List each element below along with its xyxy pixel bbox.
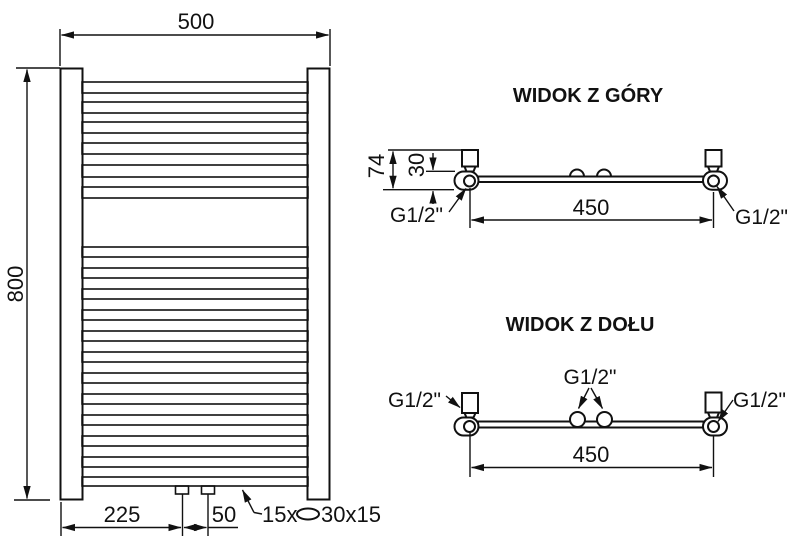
tube-group bbox=[81, 81, 309, 487]
depth-dim-label: 74 bbox=[364, 154, 389, 178]
tube-note-suffix: 30x15 bbox=[321, 502, 381, 527]
offset-dim-label: 30 bbox=[404, 153, 429, 177]
top-span-label: 450 bbox=[573, 195, 610, 220]
top-thread-callout-left: G1/2" bbox=[390, 188, 467, 227]
tube bbox=[81, 414, 309, 426]
oval-profile-icon bbox=[296, 507, 320, 521]
tube bbox=[81, 288, 309, 300]
top-view-right-bracket bbox=[702, 149, 728, 191]
thread-label: G1/2" bbox=[735, 206, 788, 229]
thread-hole-icon bbox=[707, 174, 720, 188]
top-view-left-bracket bbox=[453, 149, 480, 191]
tube-note-prefix: 15x bbox=[262, 502, 297, 527]
bottom-thread-callout-left: G1/2" bbox=[388, 389, 461, 412]
left-collector-rail bbox=[59, 67, 84, 501]
top-thread-callout-right: G1/2" bbox=[716, 186, 788, 229]
tube bbox=[81, 456, 309, 468]
tube bbox=[81, 309, 309, 321]
hanger-tab-right bbox=[595, 168, 613, 178]
tube bbox=[81, 186, 309, 199]
offset-dimension: 30 bbox=[404, 153, 455, 204]
height-dim-label: 800 bbox=[3, 266, 28, 303]
bottom-view-title: WIDOK Z DOŁU bbox=[506, 314, 655, 336]
tube bbox=[81, 121, 309, 134]
bottom-view-right-bracket bbox=[702, 391, 728, 437]
bottom-span-label: 450 bbox=[573, 442, 610, 467]
front-view: 500 800 225 50 15x bbox=[3, 9, 381, 536]
center-connection-right bbox=[596, 411, 613, 428]
tube bbox=[81, 393, 309, 405]
bottom-connection-stub-left bbox=[174, 485, 190, 495]
depth-dimension: 74 bbox=[364, 149, 461, 191]
width-dimension: 500 bbox=[59, 9, 331, 66]
hanger-tab-left bbox=[568, 168, 586, 178]
bottom-view: WIDOK Z DOŁU G1/2" G1/2" bbox=[388, 314, 786, 477]
center-connection-left bbox=[569, 411, 586, 428]
top-span-dimension: 450 bbox=[469, 188, 715, 228]
bottom-view-tube-bar bbox=[477, 420, 705, 429]
connection-spacing-dimensions: 225 50 bbox=[60, 494, 238, 536]
tube-profile-note: 15x 30x15 bbox=[241, 489, 381, 527]
spacing-right-label: 50 bbox=[212, 502, 236, 527]
width-dim-label: 500 bbox=[178, 9, 215, 34]
thread-label: G1/2" bbox=[388, 389, 441, 412]
tube bbox=[81, 372, 309, 384]
tube bbox=[81, 142, 309, 155]
tube bbox=[81, 267, 309, 279]
tube bbox=[81, 351, 309, 363]
tube bbox=[81, 330, 309, 342]
thread-label: G1/2" bbox=[733, 389, 786, 412]
bottom-view-left-bracket bbox=[453, 392, 480, 437]
bottom-connection-stub-right bbox=[200, 485, 216, 495]
thread-hole-icon bbox=[707, 420, 720, 433]
bottom-thread-callout-center: G1/2" bbox=[564, 366, 617, 409]
tube bbox=[81, 101, 309, 114]
tube bbox=[81, 81, 309, 94]
right-collector-rail bbox=[306, 67, 331, 501]
spacing-left-label: 225 bbox=[104, 502, 141, 527]
tube bbox=[81, 246, 309, 258]
thread-label: G1/2" bbox=[390, 204, 443, 227]
bottom-thread-callout-right: G1/2" bbox=[717, 389, 786, 422]
top-view-title: WIDOK Z GÓRY bbox=[513, 83, 664, 107]
thread-hole-icon bbox=[463, 420, 476, 433]
thread-hole-icon bbox=[463, 174, 476, 188]
height-dimension: 800 bbox=[3, 67, 60, 501]
tube bbox=[81, 164, 309, 178]
tube bbox=[81, 435, 309, 447]
tube bbox=[81, 476, 309, 487]
bottom-span-dimension: 450 bbox=[469, 432, 715, 477]
top-view-tube-bar bbox=[477, 175, 705, 183]
top-view: WIDOK Z GÓRY 74 30 bbox=[364, 83, 788, 229]
thread-label: G1/2" bbox=[564, 366, 617, 389]
